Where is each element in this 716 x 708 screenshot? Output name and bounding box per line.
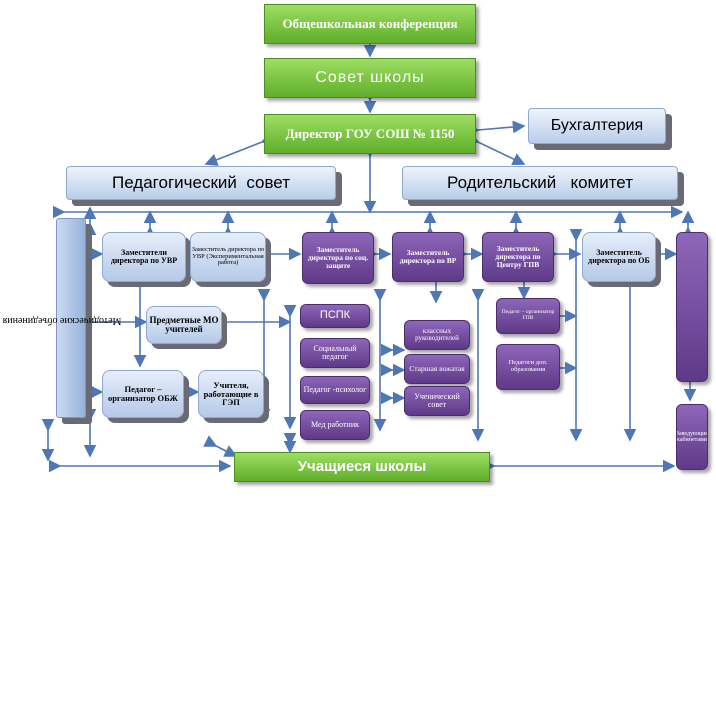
students-box: Учащиеся школы xyxy=(234,452,490,482)
deputy-ob-box: Заместитель директора по ОБ xyxy=(582,232,656,282)
accounting-label: Бухгалтерия xyxy=(550,116,644,134)
school-council-box: Совет школы xyxy=(264,58,476,98)
pedagogical-council-label: Педагогический совет xyxy=(111,173,290,193)
subject-mo-label: Предметные МО учителей xyxy=(149,314,219,334)
psychologist-label: Педагог -психолог xyxy=(303,384,367,394)
gep-box: Учителя, работающие в ГЭП xyxy=(198,370,264,418)
deputy-uvr-label: Заместители директора по УВР xyxy=(110,247,178,265)
senior-counselor-box: Старшая вожатая xyxy=(404,354,470,384)
parent-committee-box: Родительский комитет xyxy=(402,166,678,200)
deputy-social-label: Заместитель директора по соц. защите xyxy=(307,245,369,270)
director-box: Директор ГОУ СОШ № 1150 xyxy=(264,114,476,154)
students-label: Учащиеся школы xyxy=(297,458,427,476)
social-pedagog-label: Социальный педагог xyxy=(313,343,357,361)
pedagog-org-gpv-box: Педагог – организатор ГПВ xyxy=(496,298,560,334)
deputy-uvr-exp-box: Заместитель директора по УВР (Эксперимен… xyxy=(190,232,266,282)
school-council-label: Совет школы xyxy=(315,68,425,86)
class-teachers-box: классных руководителей xyxy=(404,320,470,350)
deputy-vr-box: Заместитель директора по ВР xyxy=(392,232,464,282)
parent-committee-label: Родительский комитет xyxy=(447,173,633,193)
methodical-associations-label: Методические объединения xyxy=(2,315,122,326)
psychologist-box: Педагог -психолог xyxy=(300,376,370,404)
medical-box: Мед работник xyxy=(300,410,370,440)
deputy-gpv-label: Заместитель директора по Центру ГПВ xyxy=(495,244,541,269)
gep-label: Учителя, работающие в ГЭП xyxy=(203,379,259,408)
deputy-uvr-exp-label: Заместитель директора по УВР (Эксперимен… xyxy=(191,245,265,267)
student-council-label: Ученический совет xyxy=(414,391,460,409)
methodical-associations-column xyxy=(56,218,86,418)
medical-label: Мед работник xyxy=(311,419,359,429)
conference-label: Общешкольная конференция xyxy=(282,16,458,32)
cabinet-heads-column xyxy=(676,232,708,382)
accounting-box: Бухгалтерия xyxy=(528,108,666,144)
class-teachers-label: классных руководителей xyxy=(415,326,459,342)
pedagog-dop-label: Педагоги доп. образования xyxy=(508,359,548,373)
conference-box: Общешкольная конференция xyxy=(264,4,476,44)
pedagog-dop-box: Педагоги доп. образования xyxy=(496,344,560,390)
pedagog-org-gpv-label: Педагог – организатор ГПВ xyxy=(501,309,555,321)
pedagogical-council-box: Педагогический совет xyxy=(66,166,336,200)
obzh-label: Педагог – организатор ОБЖ xyxy=(108,384,178,403)
deputy-social-box: Заместитель директора по соц. защите xyxy=(302,232,374,284)
deputy-ob-label: Заместитель директора по ОБ xyxy=(588,247,650,265)
subject-mo-box: Предметные МО учителей xyxy=(146,306,222,344)
deputy-uvr-box: Заместители директора по УВР xyxy=(102,232,186,282)
director-label: Директор ГОУ СОШ № 1150 xyxy=(285,126,455,142)
deputy-gpv-box: Заместитель директора по Центру ГПВ xyxy=(482,232,554,282)
student-council-box: Ученический совет xyxy=(404,386,470,416)
cabinet-heads-label: Заведующие кабинетами xyxy=(676,430,708,443)
social-pedagog-box: Социальный педагог xyxy=(300,338,370,368)
senior-counselor-label: Старшая вожатая xyxy=(409,364,465,374)
deputy-vr-label: Заместитель директора по ВР xyxy=(399,248,457,265)
pspk-label: ПСПК xyxy=(319,309,351,322)
cabinet-heads-lower: Заведующие кабинетами xyxy=(676,404,708,470)
obzh-box: Педагог – организатор ОБЖ xyxy=(102,370,184,418)
pspk-box: ПСПК xyxy=(300,304,370,328)
